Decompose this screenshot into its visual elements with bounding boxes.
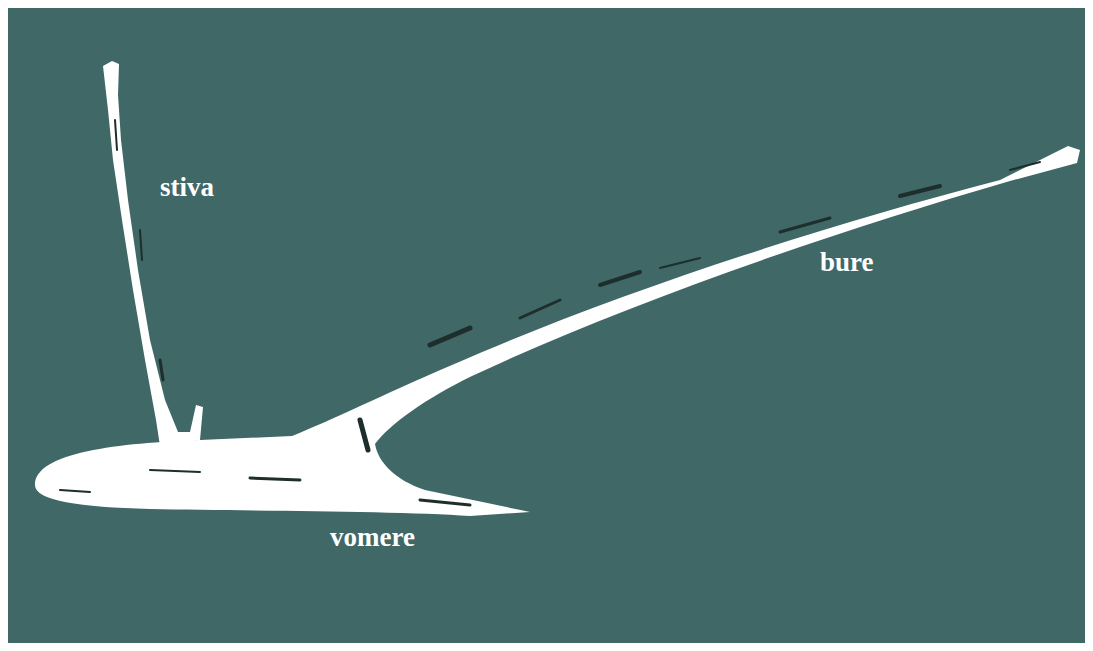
part-label: bure	[820, 249, 874, 276]
part-label: stiva	[160, 174, 214, 201]
vomere-and-bure	[35, 146, 1080, 516]
plough	[35, 61, 1080, 516]
part-label: vomere	[330, 524, 415, 551]
wood-texture	[60, 120, 1040, 505]
stiva-handle	[103, 61, 203, 446]
background-panel	[8, 8, 1085, 643]
